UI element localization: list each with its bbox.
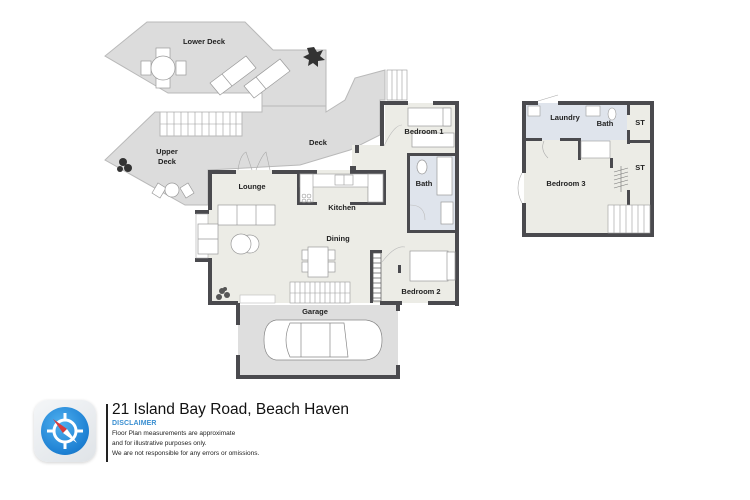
plant-icon xyxy=(303,47,325,67)
room-label-bedroom-3: Bedroom 3 xyxy=(546,179,585,188)
dining-table-icon xyxy=(301,246,336,278)
stairs-deck-right xyxy=(386,69,408,101)
disclaimer-line-2: and for illustrative purposes only. xyxy=(112,440,207,447)
room-label-bedroom-1: Bedroom 1 xyxy=(404,127,443,136)
upper-fixtures xyxy=(527,105,617,159)
sun-lounger-icon xyxy=(209,55,291,99)
main-house: Lounge Kitchen Dining Bedroom 1 Bath Bed… xyxy=(195,101,459,306)
wardrobe-rail xyxy=(613,166,629,192)
room-label-bath-upper: Bath xyxy=(597,119,614,128)
bath-fixtures xyxy=(416,156,454,225)
upper-deck: Upper Deck Deck xyxy=(104,69,408,206)
cabinet xyxy=(239,294,276,304)
side-table-icon xyxy=(230,233,260,255)
compass-icon xyxy=(41,407,89,455)
french-door-icon xyxy=(237,151,271,171)
room-label-garage: Garage xyxy=(302,307,328,316)
plant-icon xyxy=(117,158,132,172)
car-icon xyxy=(263,319,383,361)
disclaimer-title: DISCLAIMER xyxy=(112,420,157,427)
disclaimer-line-3: We are not responsible for any errors or… xyxy=(112,450,260,457)
room-label-bedroom-2: Bedroom 2 xyxy=(401,287,440,296)
floor-plan: Lower Deck Upper Deck Deck xyxy=(104,21,654,379)
room-label-st-1: ST xyxy=(635,118,645,127)
lower-deck: Lower Deck xyxy=(104,21,327,107)
room-label-upper-deck-2: Deck xyxy=(158,157,177,166)
door-swing xyxy=(381,124,426,263)
property-address: 21 Island Bay Road, Beach Haven xyxy=(112,401,349,418)
room-label-lounge: Lounge xyxy=(238,182,265,191)
room-label-deck: Deck xyxy=(309,138,328,147)
bed-icon xyxy=(409,250,456,282)
stairs-deck xyxy=(159,111,243,137)
room-label-dining: Dining xyxy=(326,234,350,243)
footer-divider xyxy=(106,404,108,462)
room-label-st-2: ST xyxy=(635,163,645,172)
outdoor-table-icon xyxy=(140,47,187,89)
plant-icon xyxy=(216,287,230,300)
sofa-icon xyxy=(217,204,276,226)
compass-logo xyxy=(34,400,96,462)
room-label-bath: Bath xyxy=(416,179,433,188)
disclaimer-line-1: Floor Plan measurements are approximate xyxy=(112,430,236,437)
garage: Garage xyxy=(236,303,400,379)
room-label-kitchen: Kitchen xyxy=(328,203,356,212)
bed-icon xyxy=(407,107,455,148)
wardrobe xyxy=(372,252,382,302)
stairs-upper xyxy=(607,204,651,234)
walls xyxy=(195,101,459,306)
stove-icon xyxy=(301,193,312,204)
room-label-upper-deck: Upper xyxy=(156,147,178,156)
room-label-lower-deck: Lower Deck xyxy=(183,37,226,46)
kitchen-counters xyxy=(299,173,384,203)
armchair-icon xyxy=(197,223,219,255)
upper-level: Laundry Bath ST ST Bedroom 3 xyxy=(517,94,654,237)
room-label-laundry: Laundry xyxy=(550,113,580,122)
outdoor-table-icon xyxy=(151,182,195,199)
stairs-internal xyxy=(289,281,351,304)
